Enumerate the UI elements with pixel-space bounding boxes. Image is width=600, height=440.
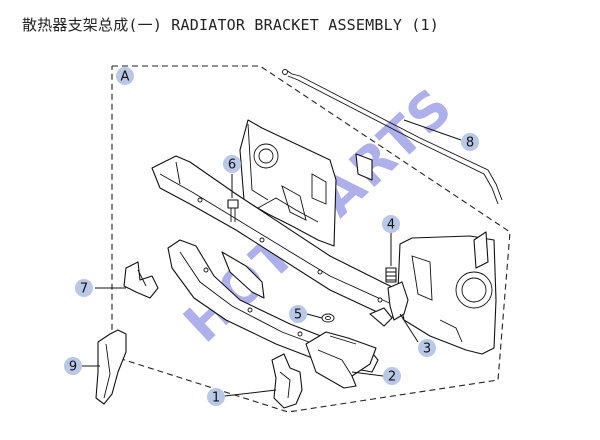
callout-5: 5 (289, 305, 307, 323)
svg-text:7: 7 (80, 282, 88, 297)
part-lower-crossmember-bracket (271, 353, 303, 409)
svg-text:4: 4 (387, 218, 395, 233)
detail-label-a: A (116, 67, 134, 85)
leader-3 (399, 313, 419, 343)
part-clip-fastener (385, 267, 397, 283)
part-support-rod (282, 69, 503, 205)
part-left-side-stay (95, 329, 127, 405)
svg-text:2: 2 (388, 370, 396, 385)
leader-8 (403, 119, 462, 141)
part-mounting-bracket (123, 261, 159, 299)
svg-text:9: 9 (69, 360, 77, 375)
leader-2 (351, 371, 384, 377)
part-right-side-bracket (369, 281, 409, 327)
svg-text:A: A (121, 70, 130, 85)
callout-9: 9 (64, 357, 82, 375)
leader-1 (224, 389, 277, 397)
callout-7: 7 (75, 279, 93, 297)
svg-text:1: 1 (212, 391, 220, 406)
part-radiator-shroud-panel (239, 119, 373, 247)
part-lower-front-panel (305, 331, 377, 389)
part-right-shroud-panel (397, 231, 497, 355)
callout-4: 4 (382, 215, 400, 233)
part-grommet (321, 313, 335, 323)
callout-1: 1 (207, 388, 225, 406)
callout-3: 3 (418, 339, 436, 357)
part-bolt (227, 199, 239, 222)
leader-5 (306, 313, 323, 319)
callout-6: 6 (223, 155, 241, 173)
svg-text:8: 8 (466, 136, 474, 151)
svg-text:3: 3 (423, 342, 431, 357)
svg-text:5: 5 (294, 308, 302, 323)
page-title: 散热器支架总成(一) RADIATOR BRACKET ASSEMBLY (1) (22, 16, 439, 34)
svg-text:6: 6 (228, 158, 236, 173)
callout-2: 2 (383, 367, 401, 385)
callout-8: 8 (461, 133, 479, 151)
